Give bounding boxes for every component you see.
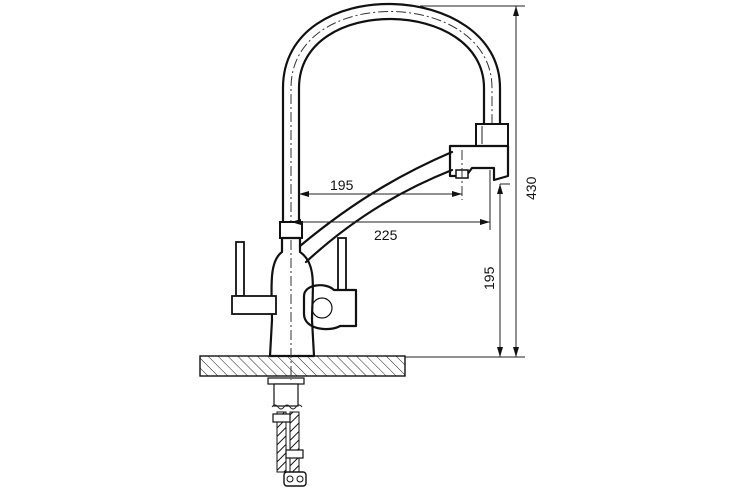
countertop [199, 355, 406, 377]
dim-label-spout-reach-lower: 225 [374, 227, 398, 243]
dim-label-spout-height: 195 [481, 266, 497, 290]
mounting-hardware [267, 377, 307, 487]
left-handle [231, 241, 277, 315]
spray-head [448, 144, 510, 200]
dimension-lines [291, 5, 525, 358]
gooseneck-spout [281, 2, 509, 230]
dim-label-spout-reach-upper: 195 [330, 177, 354, 193]
right-handle [302, 237, 358, 331]
lower-spout [298, 150, 454, 264]
dim-label-overall-height: 430 [523, 176, 539, 200]
